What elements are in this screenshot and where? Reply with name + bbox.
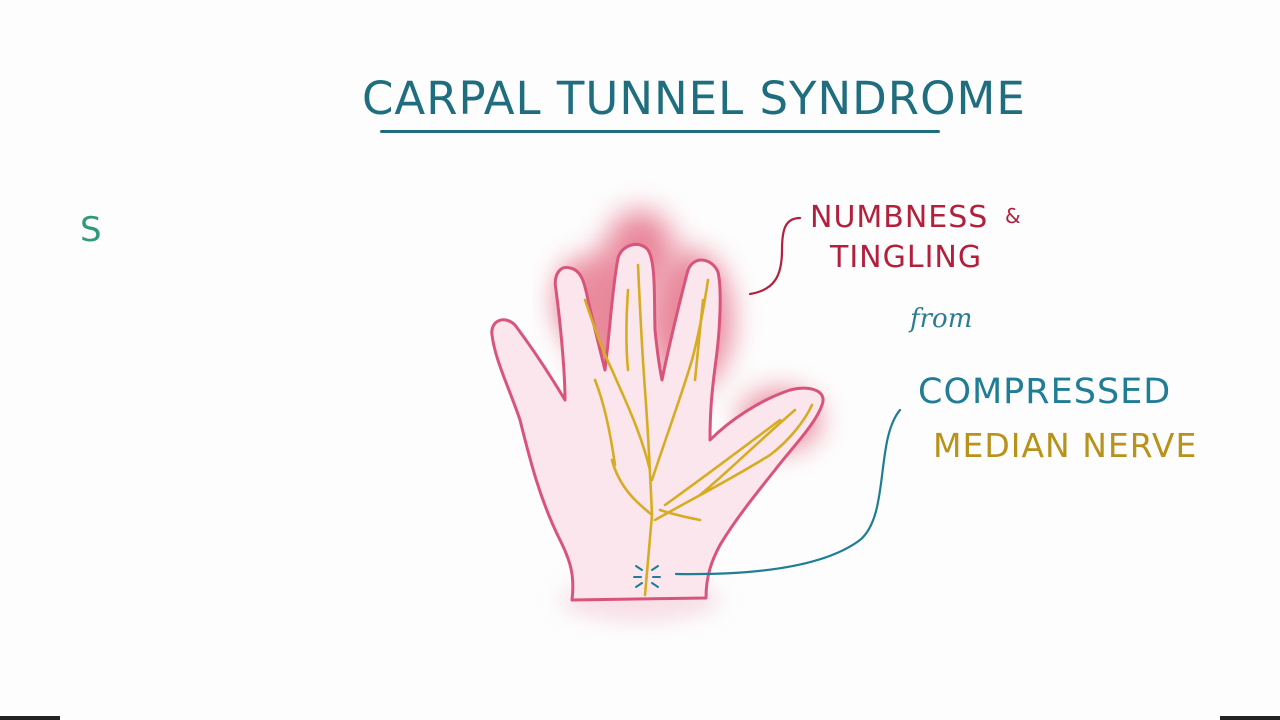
median-nerve [583, 263, 814, 597]
symptom-label-numbness: NUMBNESS [810, 200, 989, 235]
side-letter: S [80, 210, 102, 250]
diagram-title: CARPAL TUNNEL SYNDROME [362, 72, 1026, 125]
symptom-ampersand: & [1005, 204, 1021, 228]
symptom-label-tingling: TINGLING [830, 240, 983, 275]
compression-mark [633, 565, 661, 588]
frame-corner-right [1220, 716, 1280, 720]
cause-leader-line [674, 408, 902, 576]
cause-label-median-nerve: MEDIAN NERVE [933, 426, 1198, 465]
title-underline [380, 130, 940, 133]
frame-corner-left [0, 716, 60, 720]
hand-outline [490, 242, 825, 602]
symptom-leader-line [748, 216, 802, 296]
connector-from: from [910, 304, 973, 334]
cause-label-compressed: COMPRESSED [918, 372, 1172, 412]
